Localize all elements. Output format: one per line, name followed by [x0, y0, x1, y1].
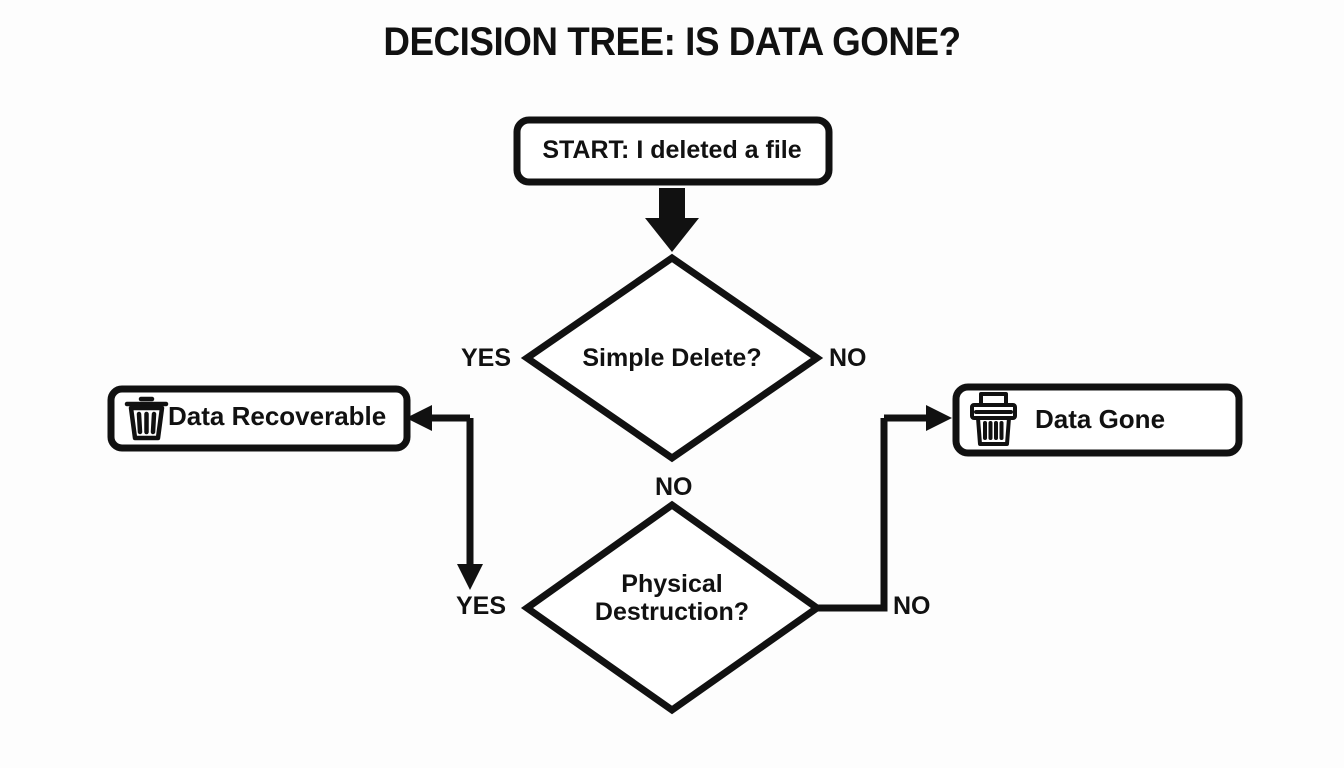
node-outcome-data-recoverable[interactable]	[107, 385, 411, 452]
arrowhead-to-gone	[926, 405, 952, 431]
node-question-simple-delete[interactable]	[520, 253, 824, 463]
arrowhead-q2-yes	[457, 564, 483, 590]
paper-shredder-icon	[970, 392, 1017, 446]
page-title: DECISION TREE: IS DATA GONE?	[383, 20, 961, 64]
arrowhead-to-recoverable	[406, 405, 432, 431]
node-start[interactable]	[513, 116, 833, 186]
trash-can-icon	[124, 396, 169, 441]
node-question-physical-destruction[interactable]	[520, 500, 824, 715]
node-outcome-data-gone[interactable]	[952, 383, 1243, 457]
edge-q2-no-to-gone	[818, 418, 888, 612]
edge-start-to-q1	[645, 188, 699, 252]
